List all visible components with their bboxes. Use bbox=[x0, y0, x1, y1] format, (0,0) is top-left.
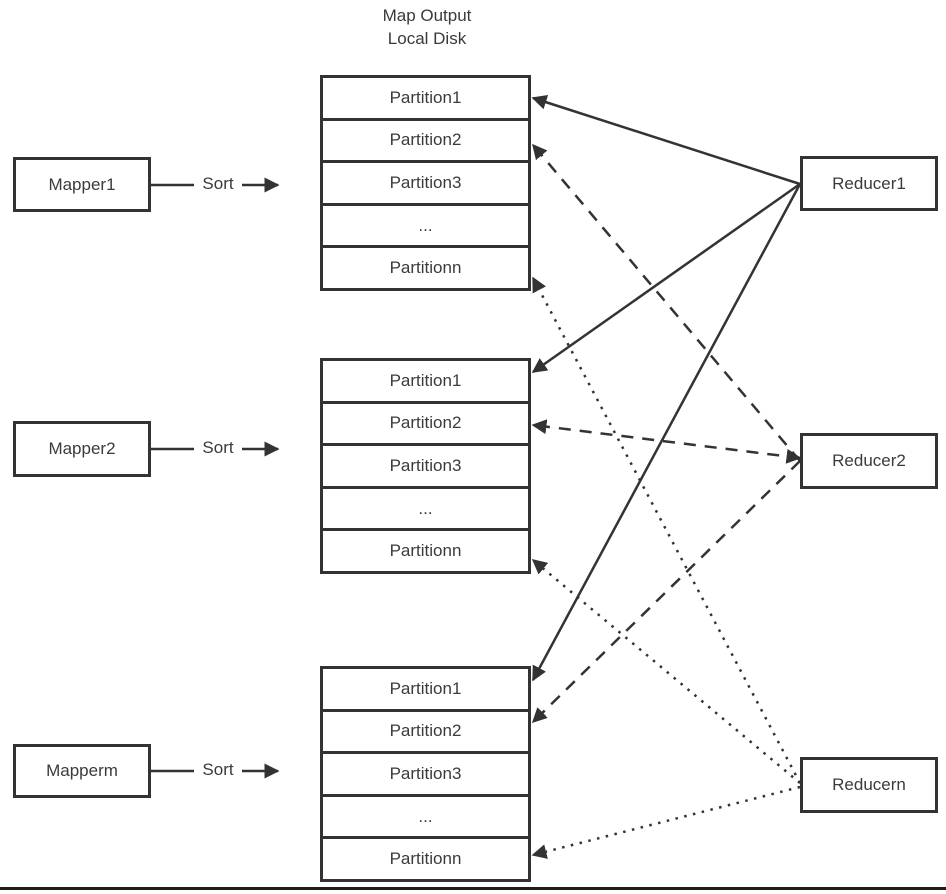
arrow-reducern-stack3-partitionn bbox=[531, 785, 801, 859]
map-output-stack-1: Partition1 Partition2 Partition3 ... Par… bbox=[320, 75, 531, 291]
stack1-partition2: Partition2 bbox=[323, 117, 528, 161]
stack3-partition2: Partition2 bbox=[323, 708, 528, 752]
sort-label-2: Sort bbox=[194, 438, 242, 458]
stack2-partition-ellipsis: ... bbox=[323, 485, 528, 529]
reducern-label: Reducern bbox=[832, 775, 906, 794]
stack1-partitionn: Partitionn bbox=[323, 245, 528, 288]
stack2-partition2: Partition2 bbox=[323, 400, 528, 444]
arrow-reducer1-stack2-partition1 bbox=[531, 182, 801, 374]
map-output-stack-3: Partition1 Partition2 Partition3 ... Par… bbox=[320, 666, 531, 882]
stack3-partition-ellipsis: ... bbox=[323, 793, 528, 837]
reducer2-label: Reducer2 bbox=[832, 451, 906, 470]
diagram-title: Map Output Local Disk bbox=[320, 4, 534, 50]
arrow-reducer2-stack2-partition2 bbox=[531, 419, 802, 464]
reducern-node: Reducern bbox=[800, 757, 938, 813]
reducer1-node: Reducer1 bbox=[800, 156, 938, 211]
mapperm-label: Mapperm bbox=[46, 761, 118, 780]
arrow-reducer1-stack3-partition1 bbox=[531, 183, 802, 682]
reducer2-node: Reducer2 bbox=[800, 433, 938, 489]
stack1-partition-ellipsis: ... bbox=[323, 202, 528, 246]
stack3-partition3: Partition3 bbox=[323, 751, 528, 794]
mapper1-label: Mapper1 bbox=[48, 174, 116, 194]
arrow-reducer1-stack1-partition1 bbox=[531, 95, 801, 186]
title-line2: Local Disk bbox=[387, 29, 467, 48]
stack3-partitionn: Partitionn bbox=[323, 836, 528, 879]
reducer1-label: Reducer1 bbox=[832, 173, 906, 193]
stack2-partitionn: Partitionn bbox=[323, 528, 528, 571]
arrow-reducern-stack1-partitionn bbox=[531, 276, 802, 784]
mapper1-node: Mapper1 bbox=[13, 157, 151, 212]
page-bottom-border bbox=[0, 887, 946, 890]
mapperm-node: Mapperm bbox=[13, 744, 151, 798]
sort-label-1: Sort bbox=[194, 174, 242, 194]
arrow-reducer2-stack1-partition2 bbox=[532, 143, 801, 462]
arrow-reducer2-stack3-partition2 bbox=[531, 460, 801, 724]
title-line1: Map Output bbox=[382, 6, 472, 25]
stack1-partition1: Partition1 bbox=[389, 87, 462, 107]
mapper2-label: Mapper2 bbox=[48, 439, 116, 458]
arrow-reducern-stack2-partitionn bbox=[531, 559, 801, 784]
sort-label-3: Sort bbox=[194, 760, 242, 780]
stack2-partition3: Partition3 bbox=[323, 443, 528, 486]
stack1-partition3: Partition3 bbox=[323, 160, 528, 203]
stack2-partition1: Partition1 bbox=[389, 370, 462, 390]
map-output-stack-2: Partition1 Partition2 Partition3 ... Par… bbox=[320, 358, 531, 574]
stack3-partition1: Partition1 bbox=[389, 678, 462, 698]
mapper2-node: Mapper2 bbox=[13, 421, 151, 477]
